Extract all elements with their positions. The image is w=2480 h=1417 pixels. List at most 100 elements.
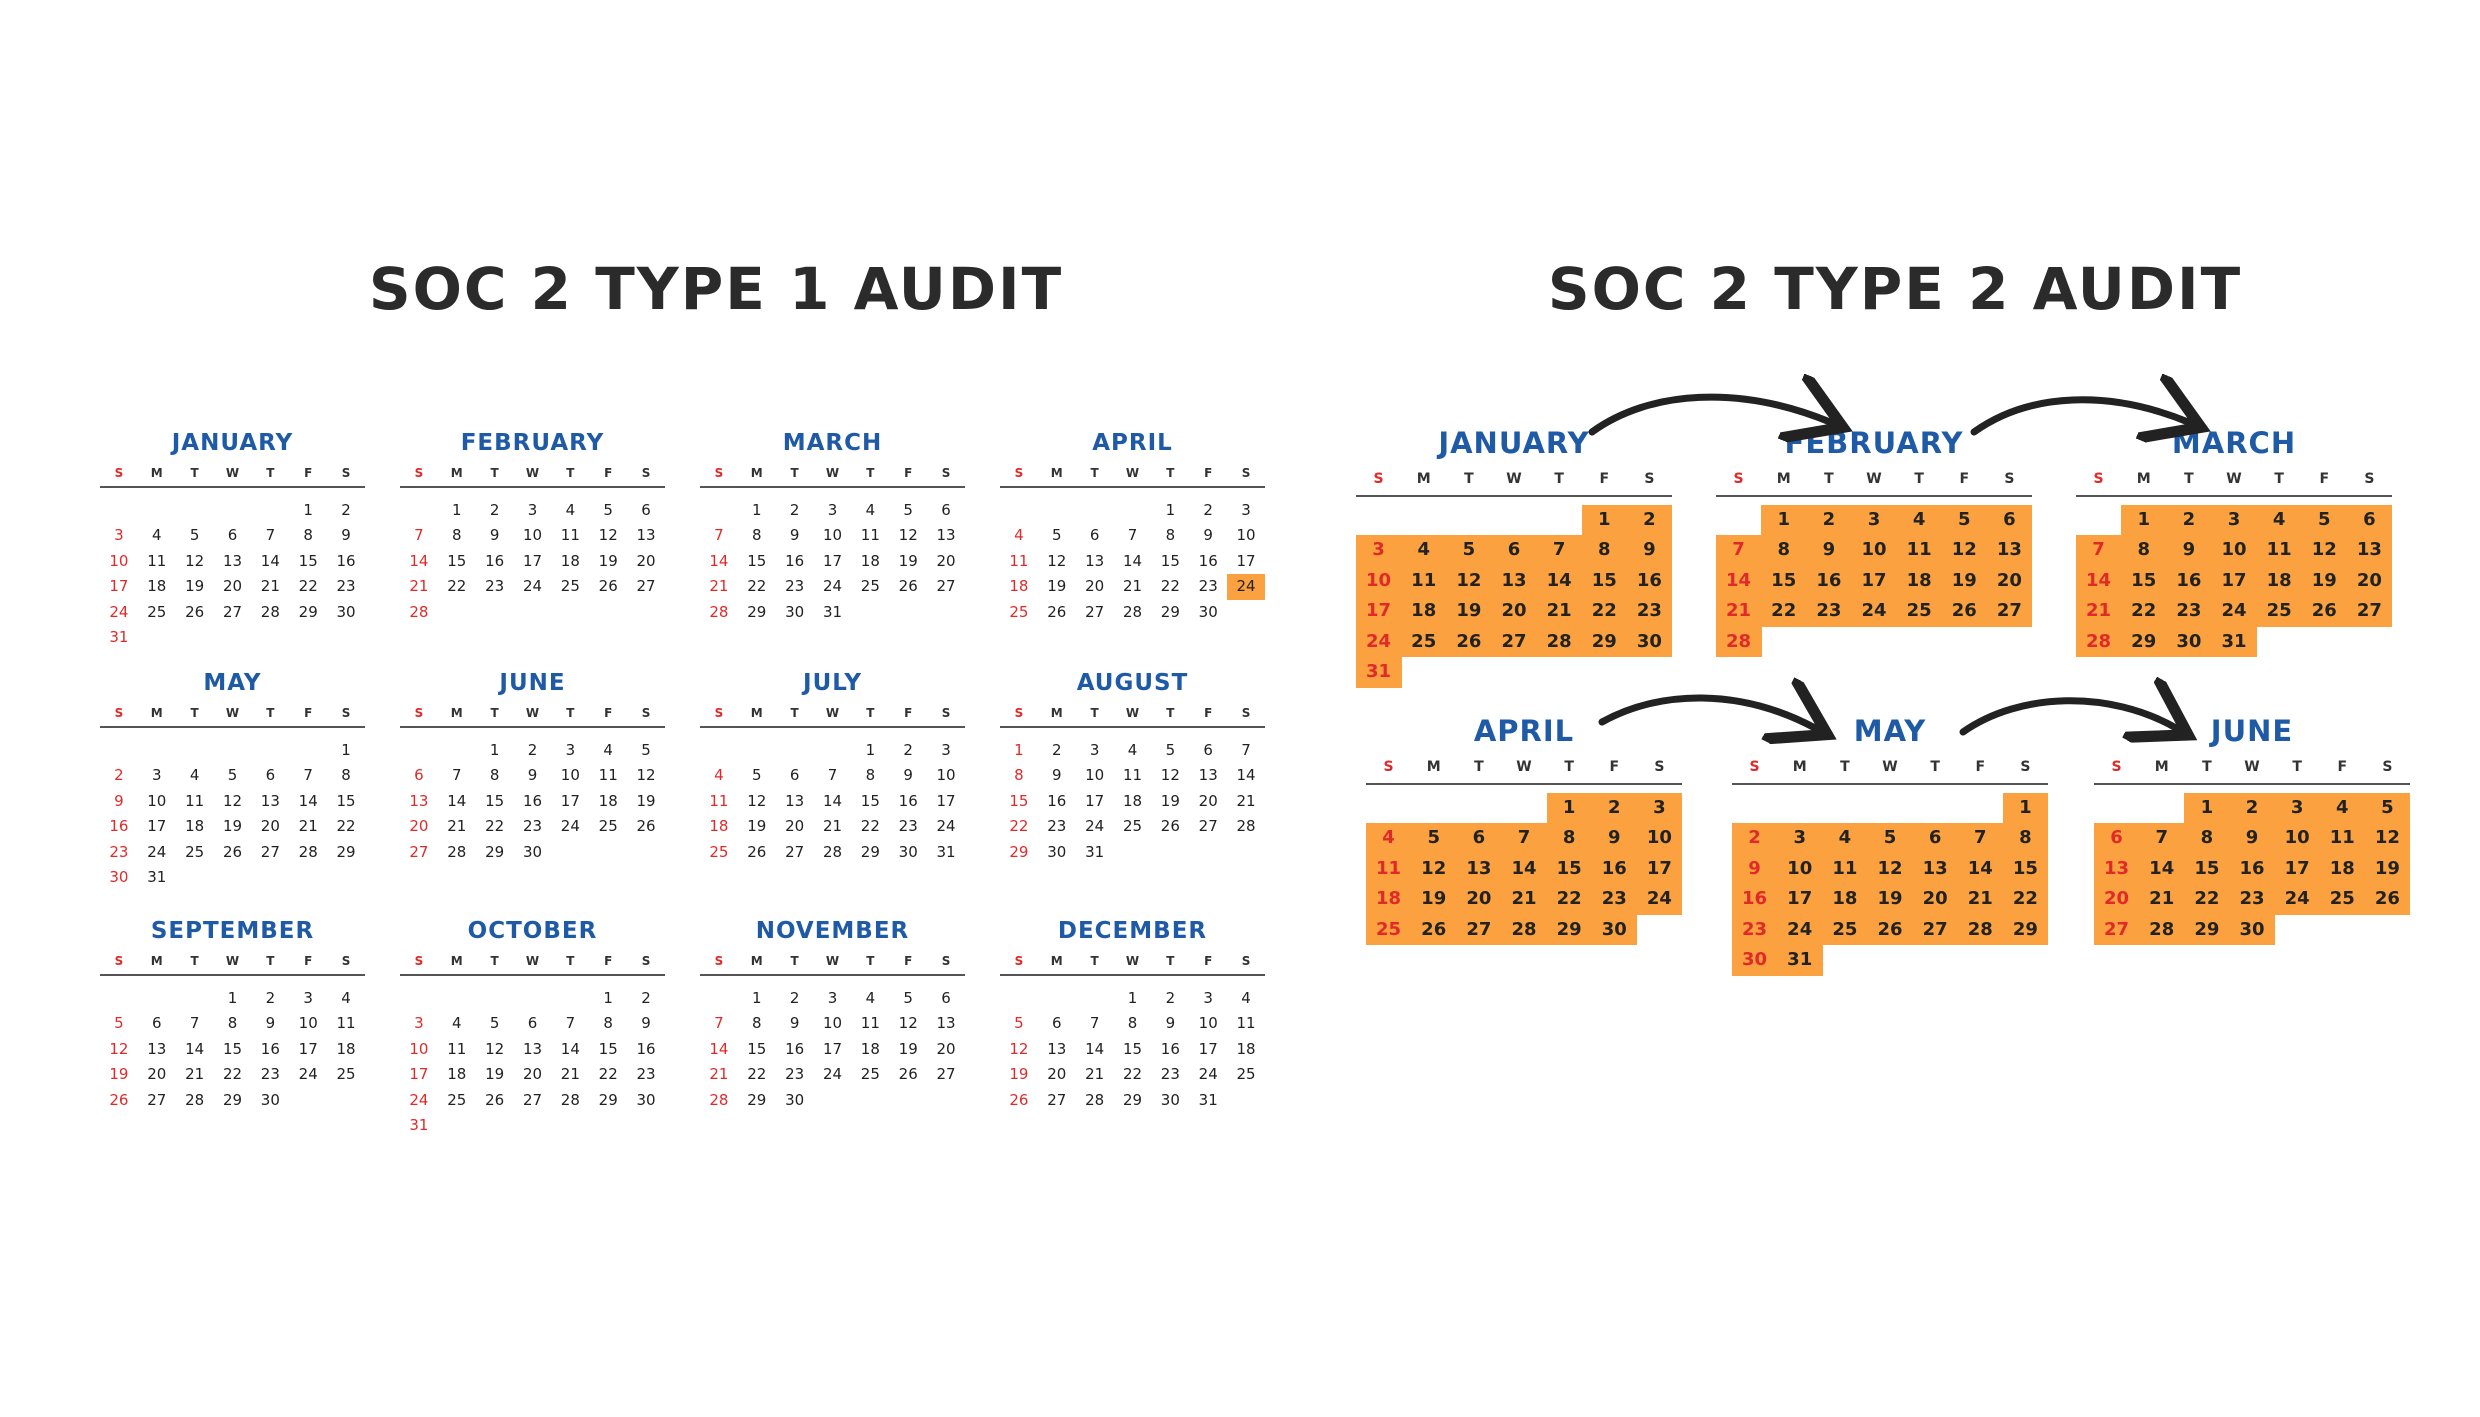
- day-number: 2: [341, 501, 351, 519]
- day-number: 5: [903, 501, 913, 519]
- day-number: 13: [1996, 539, 2022, 561]
- day-number: 4: [2272, 509, 2286, 530]
- day-number: 25: [1906, 600, 1932, 622]
- day-number: 6: [1203, 741, 1213, 759]
- day-number: 13: [222, 551, 243, 570]
- weekday-label: M: [450, 954, 463, 968]
- day-number: 20: [1466, 888, 1492, 910]
- weekday-label: S: [1241, 466, 1251, 480]
- highlighted-day-cell: [1912, 884, 1959, 916]
- highlighted-day-cell: [1626, 596, 1673, 628]
- month-name: NOVEMBER: [755, 918, 910, 944]
- day-number: 24: [1085, 817, 1105, 836]
- highlighted-day-cell: [1716, 626, 1762, 658]
- day-number: 16: [1816, 569, 1842, 591]
- day-number: 26: [1951, 600, 1977, 622]
- day-number: 4: [603, 741, 613, 759]
- day-number: 20: [522, 1065, 543, 1084]
- day-number: 19: [2374, 857, 2400, 879]
- day-number: 2: [2245, 797, 2259, 818]
- day-number: 17: [1236, 551, 1256, 570]
- day-number: 16: [1198, 551, 1218, 570]
- highlighted-day-cell: [1626, 565, 1673, 597]
- day-number: 15: [1122, 1039, 1143, 1058]
- day-number: 24: [1236, 577, 1256, 596]
- day-number: 21: [709, 1065, 729, 1084]
- day-number: 25: [598, 817, 618, 836]
- weekday-label: S: [1733, 471, 1744, 487]
- day-number: 23: [1601, 888, 1627, 910]
- weekday-label: M: [450, 706, 463, 720]
- weekday-label: F: [1599, 471, 1610, 487]
- day-number: 11: [1236, 1014, 1256, 1033]
- day-number: 21: [2086, 600, 2112, 622]
- day-number: 28: [822, 842, 843, 861]
- day-number: 8: [2200, 827, 2214, 849]
- month-name: JANUARY: [171, 430, 294, 456]
- weekday-divider: [100, 486, 365, 488]
- day-number: 27: [2356, 600, 2382, 622]
- weekday-label: M: [1776, 471, 1791, 487]
- day-number: 20: [936, 551, 956, 570]
- day-number: 10: [560, 766, 580, 785]
- highlighted-day-cell: [2166, 626, 2212, 658]
- day-number: 2: [641, 989, 651, 1007]
- day-number: 28: [260, 602, 280, 621]
- day-number: 26: [2311, 600, 2337, 622]
- highlighted-day-cell: [1761, 535, 1807, 567]
- weekday-divider: [1366, 783, 1682, 785]
- day-number: 11: [447, 1039, 467, 1058]
- day-number: 25: [185, 842, 205, 861]
- day-number: 22: [447, 577, 467, 596]
- day-number: 14: [1967, 857, 1993, 879]
- highlighted-day-cell: [1806, 505, 1852, 536]
- highlighted-day-cell: [1636, 793, 1683, 824]
- day-number: 13: [409, 791, 429, 810]
- day-number: 22: [2131, 600, 2157, 622]
- weekday-label: T: [190, 706, 199, 720]
- day-number: 29: [485, 842, 505, 861]
- day-number: 7: [303, 766, 313, 785]
- day-number: 17: [147, 817, 167, 836]
- highlighted-day-cell: [2229, 914, 2276, 946]
- weekday-label: M: [750, 706, 763, 720]
- highlighted-day-cell: [1986, 505, 2033, 536]
- day-number: 29: [747, 1090, 767, 1109]
- highlighted-day-cell: [2211, 565, 2258, 597]
- day-number: 4: [451, 1014, 462, 1033]
- day-number: 23: [109, 842, 129, 861]
- day-number: 14: [709, 1039, 729, 1058]
- weekday-label: F: [304, 706, 313, 720]
- highlighted-day-cell: [2301, 565, 2348, 597]
- day-number: 15: [2012, 857, 2038, 879]
- type1-title: SOC 2 TYPE 1 AUDIT: [368, 255, 1064, 323]
- day-number: 7: [414, 526, 424, 545]
- day-number: 31: [1787, 949, 1813, 970]
- highlighted-day-cell: [1867, 823, 1914, 855]
- day-number: 22: [222, 1065, 243, 1084]
- day-number: 25: [447, 1090, 467, 1109]
- day-number: 16: [2239, 857, 2265, 879]
- highlighted-day-cell: [2139, 884, 2185, 916]
- day-number: 24: [2284, 888, 2310, 910]
- highlighted-day-cell: [1867, 853, 1914, 885]
- day-number: 24: [409, 1090, 429, 1109]
- day-number: 30: [1742, 949, 1768, 970]
- weekday-label: S: [414, 466, 424, 480]
- day-number: 27: [1085, 602, 1105, 621]
- day-number: 29: [1160, 602, 1180, 621]
- day-number: 25: [336, 1065, 356, 1084]
- day-number: 6: [2110, 827, 2123, 849]
- day-number: 28: [1236, 817, 1256, 836]
- day-number: 31: [1366, 661, 1392, 682]
- day-number: 1: [1165, 501, 1176, 519]
- weekday-divider: [1000, 726, 1265, 728]
- day-number: 11: [185, 791, 205, 810]
- day-number: 18: [598, 791, 618, 810]
- day-number: 21: [1122, 577, 1143, 596]
- weekday-label: T: [866, 954, 875, 968]
